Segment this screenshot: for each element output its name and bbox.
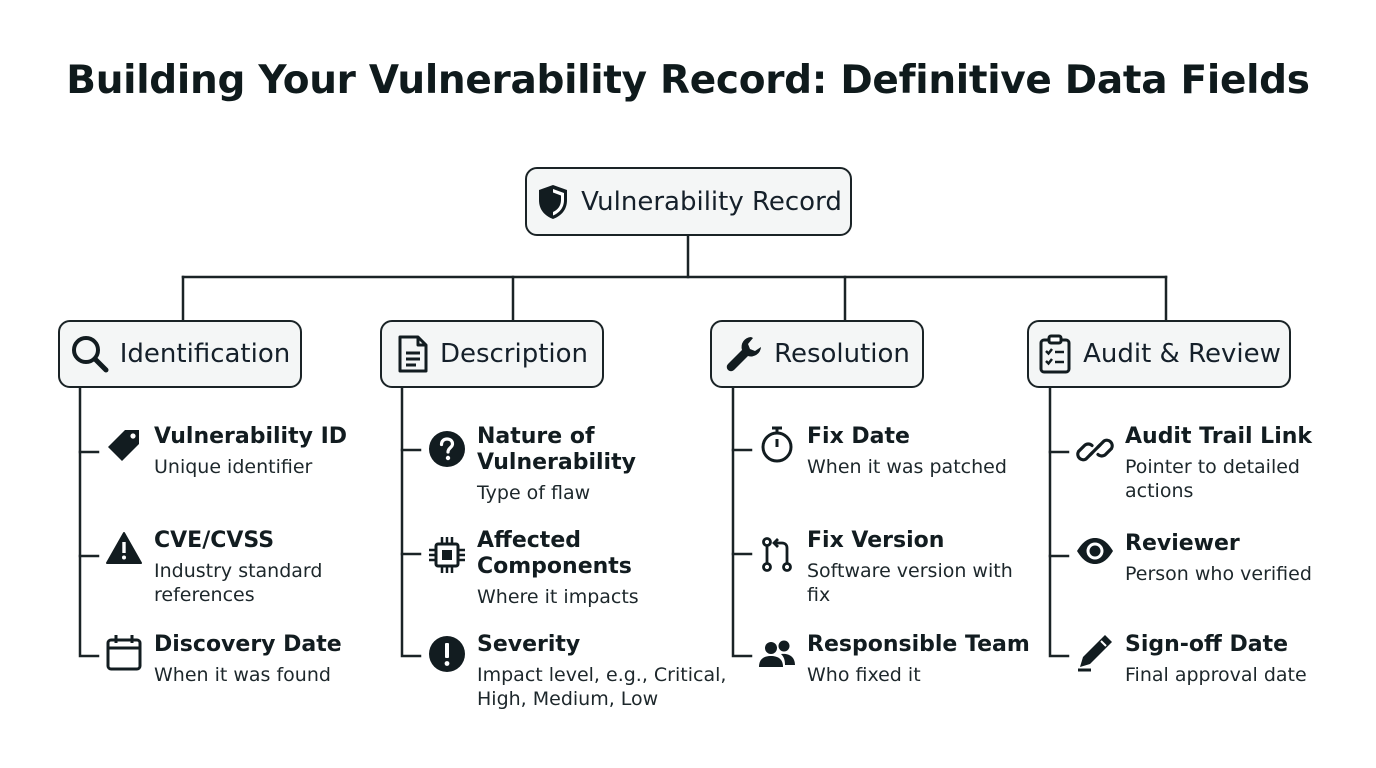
field-cve-cvss: CVE/CVSS Industry standard references (104, 528, 344, 608)
team-icon (759, 640, 795, 667)
stopwatch-icon (761, 426, 793, 463)
git-pull-icon (762, 537, 792, 572)
field-title: Discovery Date (154, 632, 342, 657)
field-desc: Final approval date (1125, 664, 1307, 686)
root-label: Vulnerability Record (581, 186, 842, 217)
field-desc: actions (1125, 480, 1194, 502)
document-icon (398, 335, 428, 373)
category-label: Resolution (774, 339, 910, 369)
category-identification: Identification (58, 320, 302, 388)
field-title: Components (477, 554, 632, 579)
magnifier-icon (71, 336, 109, 373)
field-desc: Impact level, e.g., Critical, (477, 664, 727, 686)
field-title: Affected (477, 528, 581, 553)
warning-icon (106, 532, 142, 564)
exclamation-icon (429, 636, 465, 672)
field-desc: fix (807, 584, 831, 606)
field-audit-trail-link: Audit Trail Link Pointer to detailed act… (1075, 424, 1365, 504)
field-reviewer: Reviewer Person who verified (1075, 531, 1365, 591)
field-desc: Type of flaw (477, 482, 591, 504)
field-desc: Who fixed it (807, 664, 921, 686)
field-discovery-date: Discovery Date When it was found (104, 632, 344, 692)
chip-icon (429, 537, 465, 573)
category-label: Identification (119, 339, 291, 369)
link-icon (1076, 438, 1114, 462)
root-node: Vulnerability Record (525, 167, 852, 236)
tag-icon (108, 430, 139, 461)
field-desc: Unique identifier (154, 456, 313, 478)
field-responsible-team: Responsible Team Who fixed it (757, 632, 1030, 692)
field-vulnerability-id: Vulnerability ID Unique identifier (104, 424, 348, 484)
field-title: CVE/CVSS (154, 528, 275, 553)
category-description: Description (380, 320, 604, 388)
field-title: Reviewer (1125, 531, 1240, 556)
field-severity: Severity Impact level, e.g., Critical, H… (427, 632, 726, 716)
field-fix-date: Fix Date When it was patched (757, 424, 1027, 484)
category-label: Description (439, 339, 589, 369)
category-label: Audit & Review (1083, 339, 1281, 369)
pen-icon (1078, 635, 1112, 672)
field-title: Nature of (477, 424, 595, 449)
field-desc: When it was found (154, 664, 331, 686)
field-desc: Person who verified (1125, 563, 1312, 585)
field-title: Severity (477, 632, 581, 657)
field-desc: High, Medium, Low (477, 688, 659, 710)
field-desc: Where it impacts (477, 586, 639, 608)
field-desc: When it was patched (807, 456, 1007, 478)
wrench-icon (726, 337, 762, 372)
category-resolution: Resolution (710, 320, 924, 388)
calendar-icon (106, 635, 142, 671)
field-title: Fix Version (807, 528, 945, 553)
field-nature-of-vulnerability: Nature of Vulnerability Type of flaw (427, 424, 717, 508)
question-icon (429, 431, 465, 467)
eye-icon (1077, 538, 1113, 564)
field-desc: references (154, 584, 255, 606)
category-audit-review: Audit & Review (1027, 320, 1291, 388)
field-title: Responsible Team (807, 632, 1030, 657)
field-title: Sign-off Date (1125, 632, 1289, 657)
field-sign-off-date: Sign-off Date Final approval date (1075, 632, 1365, 692)
page-title: Building Your Vulnerability Record: Defi… (66, 58, 1310, 103)
field-desc: Industry standard (154, 560, 323, 582)
field-title: Audit Trail Link (1125, 424, 1313, 449)
shield-icon (539, 184, 568, 219)
field-title: Vulnerability (477, 450, 636, 475)
field-fix-version: Fix Version Software version with fix (757, 528, 1027, 608)
checklist-icon (1039, 334, 1071, 374)
field-affected-components: Affected Components Where it impacts (427, 528, 717, 612)
field-desc: Pointer to detailed (1125, 456, 1300, 478)
field-title: Vulnerability ID (154, 424, 348, 449)
field-desc: Software version with (807, 560, 1013, 582)
field-title: Fix Date (807, 424, 910, 449)
